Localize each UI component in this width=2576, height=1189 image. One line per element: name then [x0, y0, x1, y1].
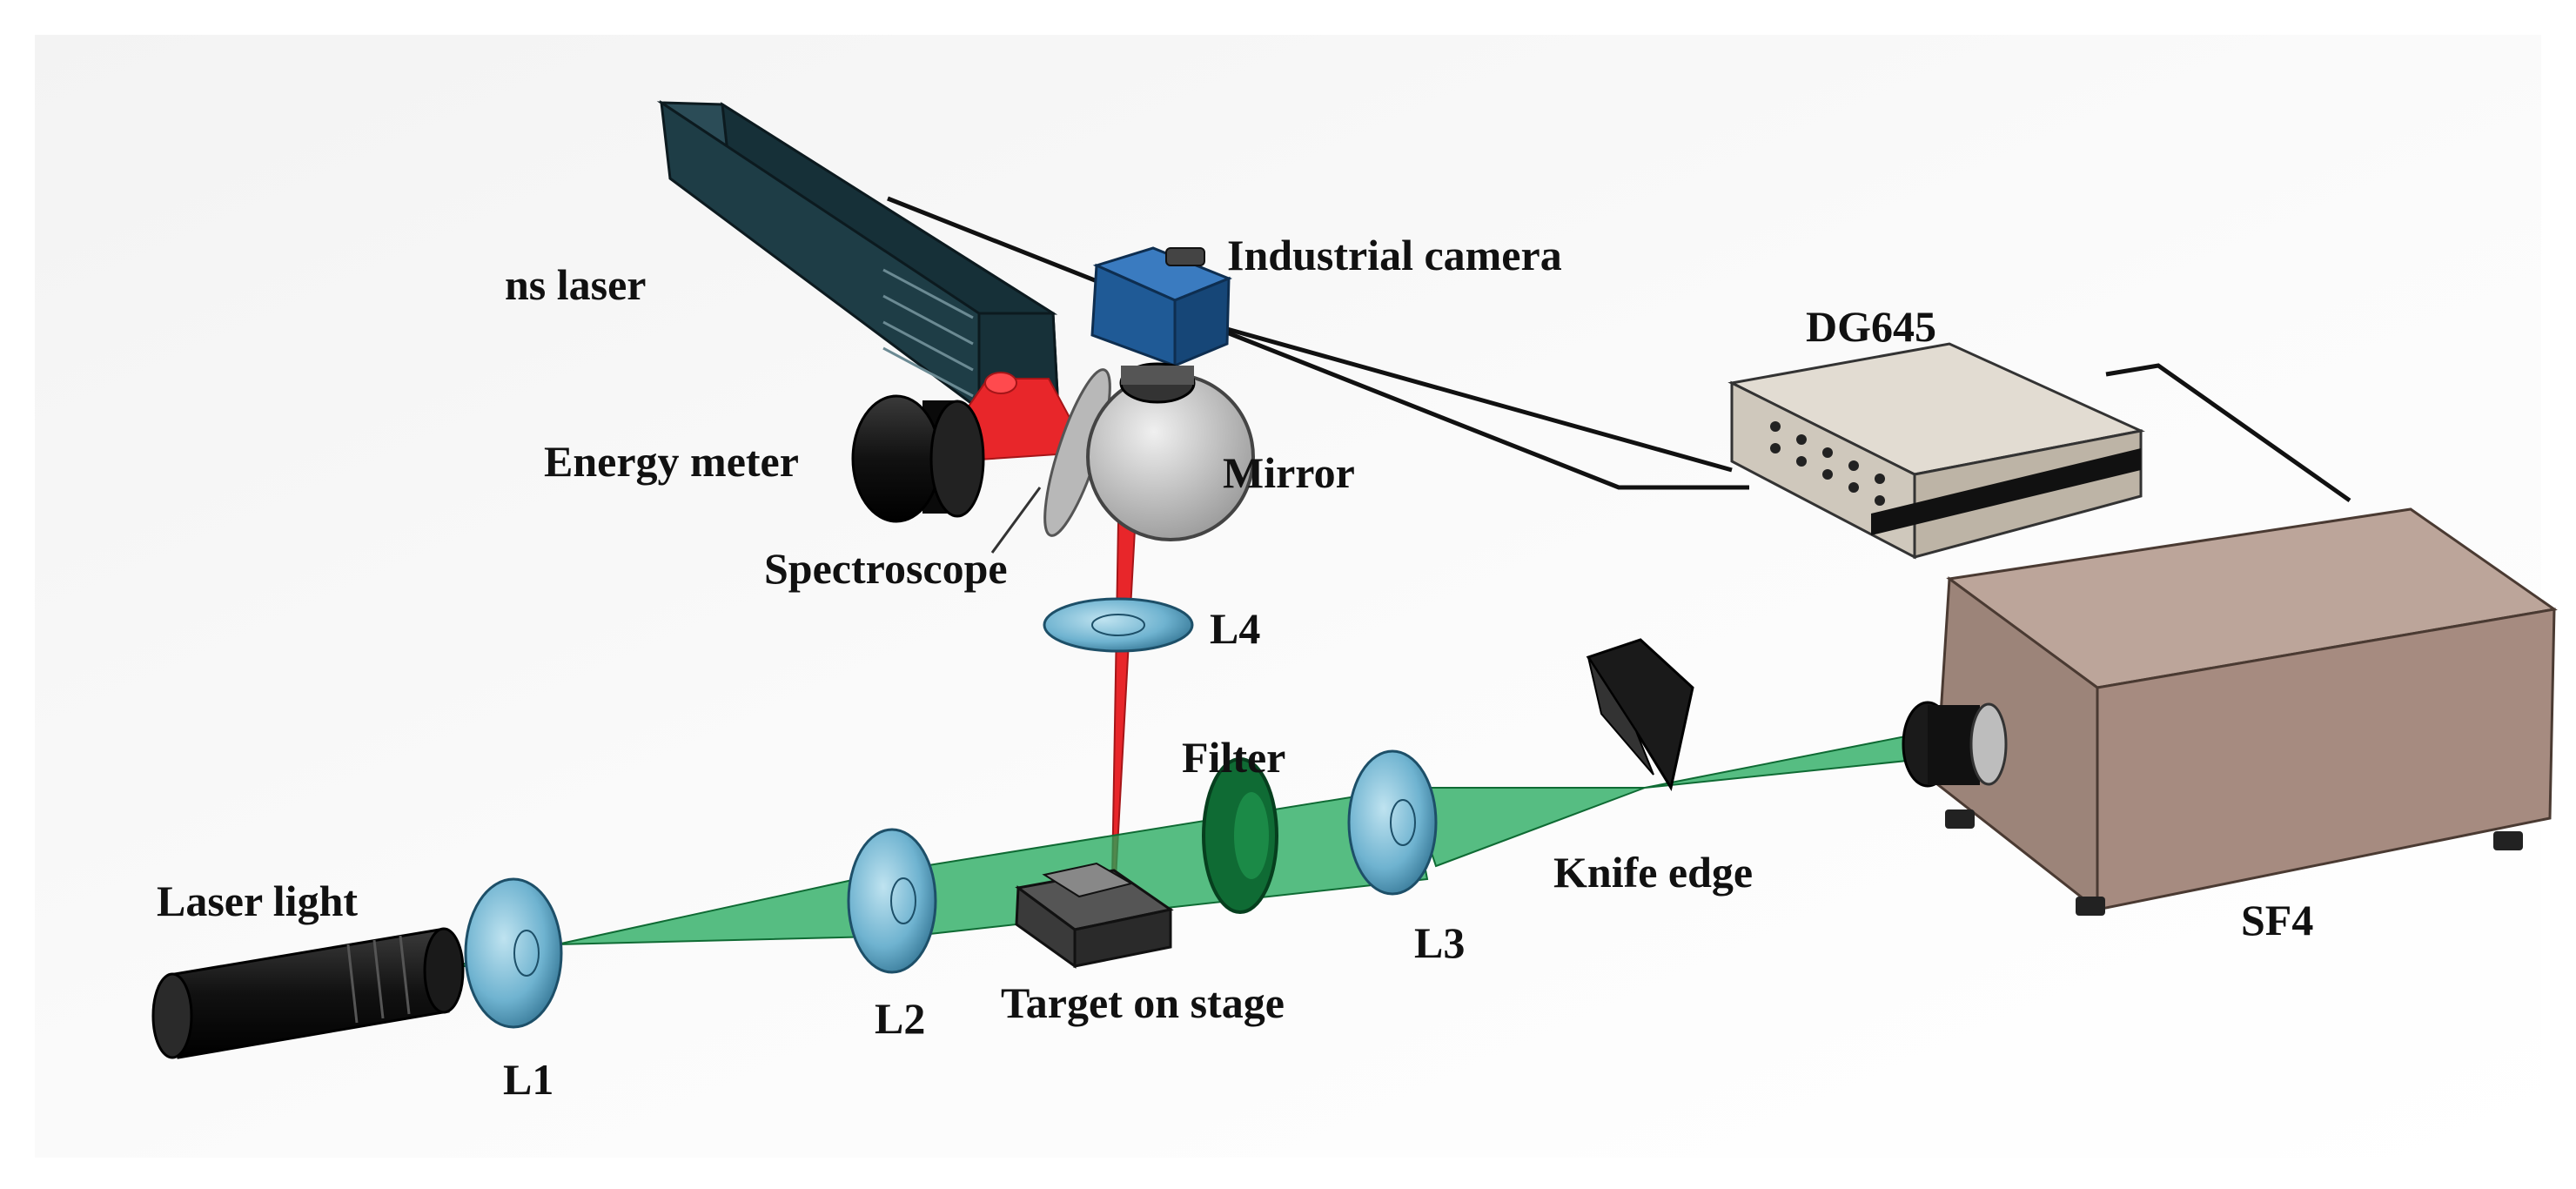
cable-dg645-to-sf4: [2105, 363, 2351, 503]
label-spectroscope: Spectroscope: [764, 544, 1008, 593]
industrial-camera-icon: [1090, 246, 1233, 404]
l3-lens-icon: [1347, 749, 1438, 896]
label-dg645: DG645: [1806, 302, 1936, 351]
sf4-icon: [1935, 507, 2558, 916]
laser-light-icon: [151, 927, 465, 1059]
cable-camera-to-dg645: [1226, 326, 1733, 473]
label-filter: Filter: [1182, 733, 1286, 782]
label-l1: L1: [503, 1055, 554, 1104]
label-l2: L2: [875, 994, 926, 1043]
label-target-on-stage: Target on stage: [1001, 978, 1285, 1027]
label-energy-meter: Energy meter: [544, 437, 799, 486]
dg645-icon: [1727, 342, 2145, 560]
target-on-stage-icon: [1015, 862, 1174, 969]
energy-meter-icon: [851, 394, 985, 523]
label-sf4: SF4: [2241, 896, 2314, 944]
label-l3: L3: [1414, 918, 1466, 967]
label-mirror: Mirror: [1223, 448, 1355, 497]
label-l4: L4: [1210, 604, 1261, 653]
label-laser-light: Laser light: [157, 877, 359, 925]
sf4-lens-icon: [1902, 701, 2008, 788]
knife-edge-icon: [1586, 638, 1694, 791]
label-industrial-camera: Industrial camera: [1227, 231, 1562, 279]
label-knife-edge: Knife edge: [1553, 848, 1754, 897]
filter-icon: [1202, 757, 1278, 914]
label-ns-laser: ns laser: [505, 260, 647, 309]
l2-lens-icon: [847, 828, 937, 974]
l4-lens-icon: [1043, 597, 1194, 653]
l1-lens-icon: [464, 877, 563, 1029]
